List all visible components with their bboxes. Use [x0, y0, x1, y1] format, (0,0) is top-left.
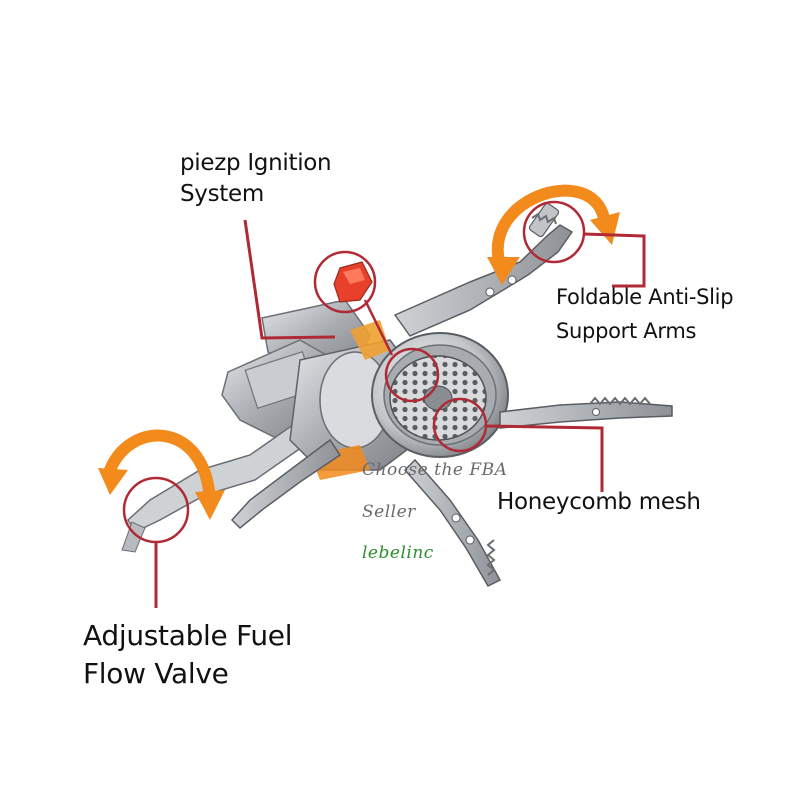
label-arms-line1: Foldable Anti-Slip — [556, 285, 734, 309]
label-fuel-valve: Adjustable Fuel Flow Valve — [83, 617, 293, 693]
label-ignition-line1: piezp Ignition — [180, 150, 332, 176]
watermark-line3: lebelinc — [362, 543, 434, 563]
label-valve-line1: Adjustable Fuel — [83, 619, 293, 652]
label-ignition-line2: System — [180, 181, 264, 207]
watermark-line1: Choose the FBA — [362, 460, 508, 480]
label-arms-line2: Support Arms — [556, 319, 697, 343]
label-ignition-system: piezp Ignition System — [180, 148, 332, 210]
rotation-arrows — [98, 184, 620, 520]
label-support-arms: Foldable Anti-Slip Support Arms — [556, 280, 734, 348]
support-arms — [230, 202, 673, 587]
watermark-line2: Seller — [362, 502, 416, 522]
label-valve-line2: Flow Valve — [83, 657, 229, 690]
callouts — [122, 200, 646, 608]
label-honeycomb-mesh: Honeycomb mesh — [497, 489, 701, 515]
stove-body — [121, 261, 509, 553]
